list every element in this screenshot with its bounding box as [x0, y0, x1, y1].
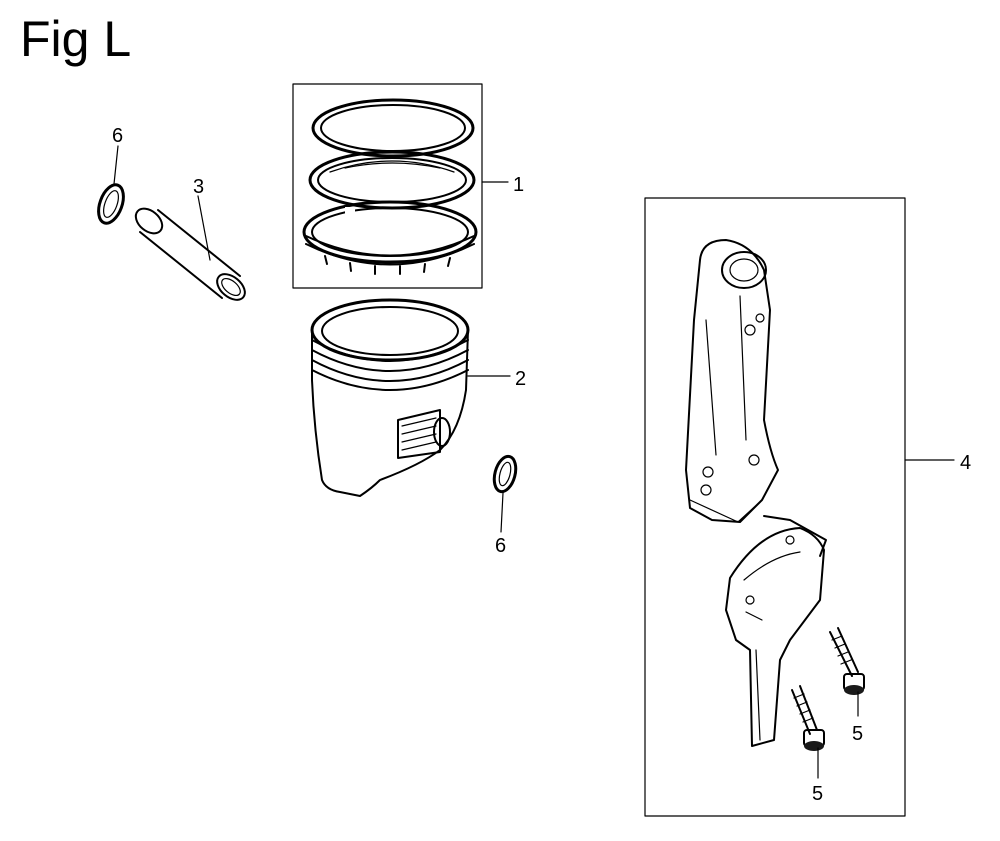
callout-2: 2 — [515, 368, 526, 390]
rod-assembly-frame — [644, 197, 906, 817]
pin-end-far — [134, 207, 164, 235]
figure-title: Fig L — [20, 11, 132, 67]
callout-5-upper: 5 — [852, 723, 863, 745]
callout-5-lower: 5 — [812, 783, 823, 805]
oil-ring — [302, 200, 478, 264]
leader-lines — [113, 145, 955, 779]
connecting-rod — [685, 239, 779, 523]
rod-bolt-lower — [791, 685, 825, 751]
circlip-right — [492, 454, 518, 494]
piston-pin — [134, 207, 246, 301]
piston — [310, 298, 470, 497]
pin-end-near — [216, 273, 246, 301]
connecting-rod-assembly — [644, 197, 906, 817]
callout-3: 3 — [193, 176, 204, 198]
rod-bolt-upper — [829, 627, 865, 695]
callout-6-right: 6 — [495, 535, 506, 557]
top-ring — [311, 98, 475, 158]
callout-1: 1 — [513, 174, 524, 196]
circlip-left — [97, 183, 125, 225]
rod-cap — [725, 527, 825, 747]
piston-ring-set — [292, 83, 483, 289]
ring-set-frame — [292, 83, 483, 289]
callout-6-left: 6 — [112, 125, 123, 147]
callout-4: 4 — [960, 452, 971, 474]
